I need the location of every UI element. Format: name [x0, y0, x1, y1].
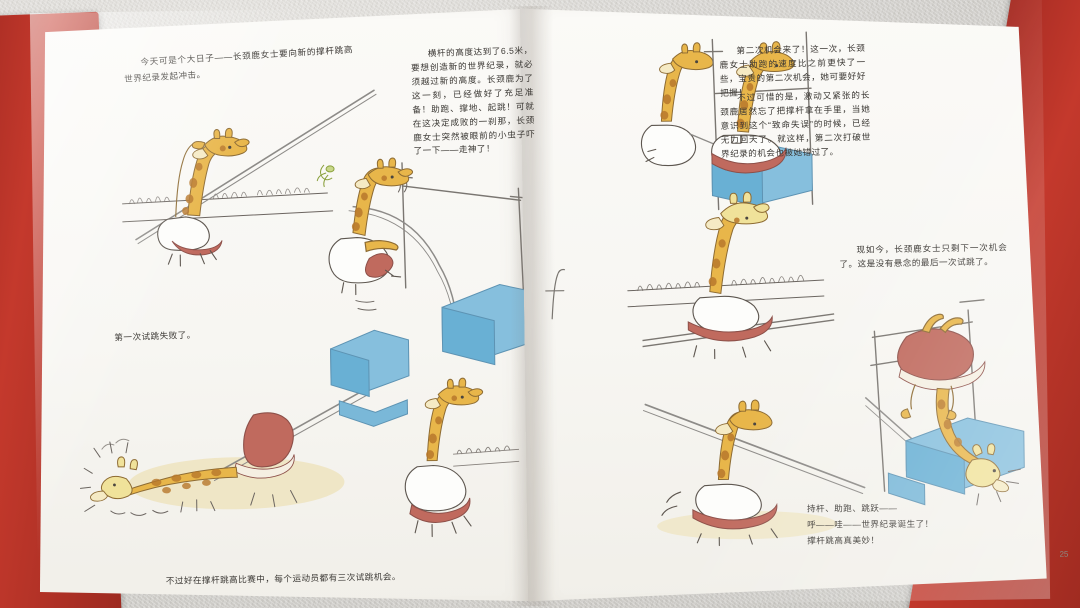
illustration-giraffe-running-before-crowd	[622, 192, 834, 360]
illustration-giraffe-standing-left	[390, 361, 523, 543]
illustration-bar-lines-right-page	[541, 260, 622, 321]
page-number: 25	[1059, 549, 1069, 559]
open-book-pages: 今天可是个大日子——长颈鹿女士要向新的撑杆跳高世界纪录发起冲击。 横杆的高度达到…	[29, 0, 1069, 608]
world-record-finale-paragraph: 持杆、助跑、跳跃—— 呼——哇——世界纪录诞生了！ 撑杆跳高真美妙！	[806, 503, 934, 546]
left-column-paragraph: 横杆的高度达到了6.5米，要想创造新的世界纪录，就必须越过新的高度。长颈鹿为了这…	[410, 45, 536, 157]
fatal-mistake-paragraph: 不过可惜的是，激动又紧张的长颈鹿居然忘了把撑杆拿在手里，当她意识到这个“致命失误…	[720, 89, 871, 159]
illustration-giraffe-successful-landing	[864, 299, 1067, 502]
third-attempt-paragraph: 现如今，长颈鹿女士只剩下一次机会了。这是没有悬念的最后一次试跳了。	[839, 242, 1008, 270]
